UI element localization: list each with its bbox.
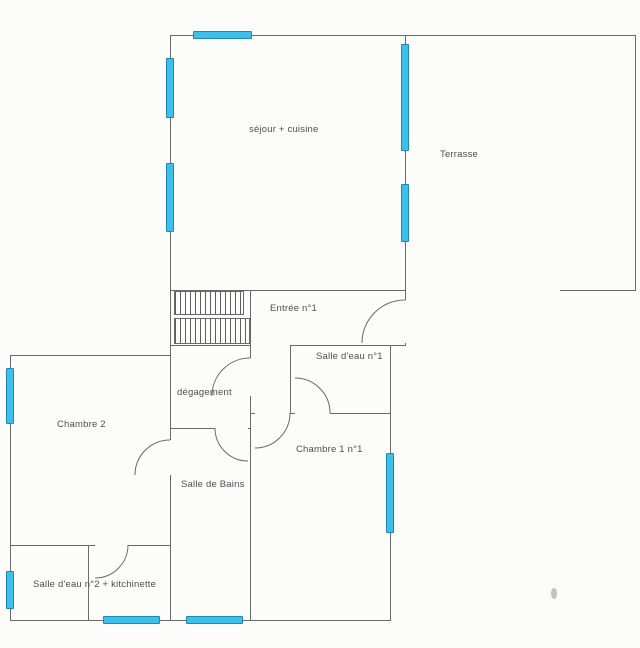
door-arc-chambre2 — [134, 439, 171, 476]
scan-artifact — [551, 588, 557, 599]
window — [193, 31, 252, 39]
room-label-entree: Entrée n°1 — [270, 303, 317, 314]
wall-entry-right-a — [405, 290, 406, 300]
wall-chambre2-top — [10, 355, 170, 356]
room-label-degagement: dégagement — [177, 387, 232, 398]
wall-entry-right-b — [405, 343, 406, 346]
room-label-salle-eau-2: Salle d'eau n°2 + kitchinette — [33, 579, 157, 590]
window — [6, 571, 14, 609]
room-label-salle-eau-1: Salle d'eau n°1 — [316, 351, 383, 362]
wall-sejour-bottom — [170, 290, 406, 291]
wall-entry-bottom-left — [170, 345, 250, 346]
wall-spine-left-lower — [170, 475, 171, 621]
room-label-salle-de-bains: Salle de Bains — [181, 479, 245, 490]
stairs-lower-flight — [174, 318, 250, 344]
wall-salle-eau2-divider — [88, 545, 89, 621]
window — [166, 163, 174, 232]
wall-chambre1-top-b — [290, 413, 295, 414]
wall-chambre2-bottom-b — [128, 545, 170, 546]
door-arc-chambre1 — [254, 412, 291, 449]
wall-terrace-bottom — [560, 290, 636, 291]
wall-degagement-bottom-b — [248, 428, 251, 429]
window — [103, 616, 160, 624]
room-label-chambre-1: Chambre 1 n°1 — [296, 444, 363, 455]
window — [386, 453, 394, 533]
door-arc-salle-de-bains — [214, 427, 249, 462]
door-arc-salle-eau2 — [94, 544, 129, 579]
wall-chambre2-bottom-a — [10, 545, 95, 546]
window — [186, 616, 243, 624]
wall-salle-eau1-left — [290, 345, 291, 414]
door-arc-entree — [361, 299, 406, 344]
wall-salle-eau1-bottom — [330, 413, 391, 414]
wall-sejour-right — [405, 35, 406, 291]
window — [401, 184, 409, 242]
wall-left-exterior — [10, 355, 11, 621]
wall-entry-bottom-right — [290, 345, 406, 346]
window — [401, 44, 409, 151]
window — [6, 368, 14, 424]
stairs-upper-flight — [174, 291, 244, 315]
room-label-chambre-2: Chambre 2 — [57, 419, 106, 430]
room-label-sejour-cuisine: séjour + cuisine — [249, 124, 319, 135]
wall-spine-mid-upper — [250, 290, 251, 358]
door-arc-salle-eau1 — [294, 377, 331, 414]
room-label-terrasse: Terrasse — [440, 149, 479, 160]
wall-top — [170, 35, 636, 36]
wall-terrace-right — [635, 35, 636, 291]
wall-spine-mid-lower — [250, 396, 251, 621]
window — [166, 58, 174, 118]
wall-chambre1-top-a — [250, 413, 255, 414]
wall-degagement-bottom-a — [170, 428, 215, 429]
wall-spine-left-upper — [170, 290, 171, 440]
